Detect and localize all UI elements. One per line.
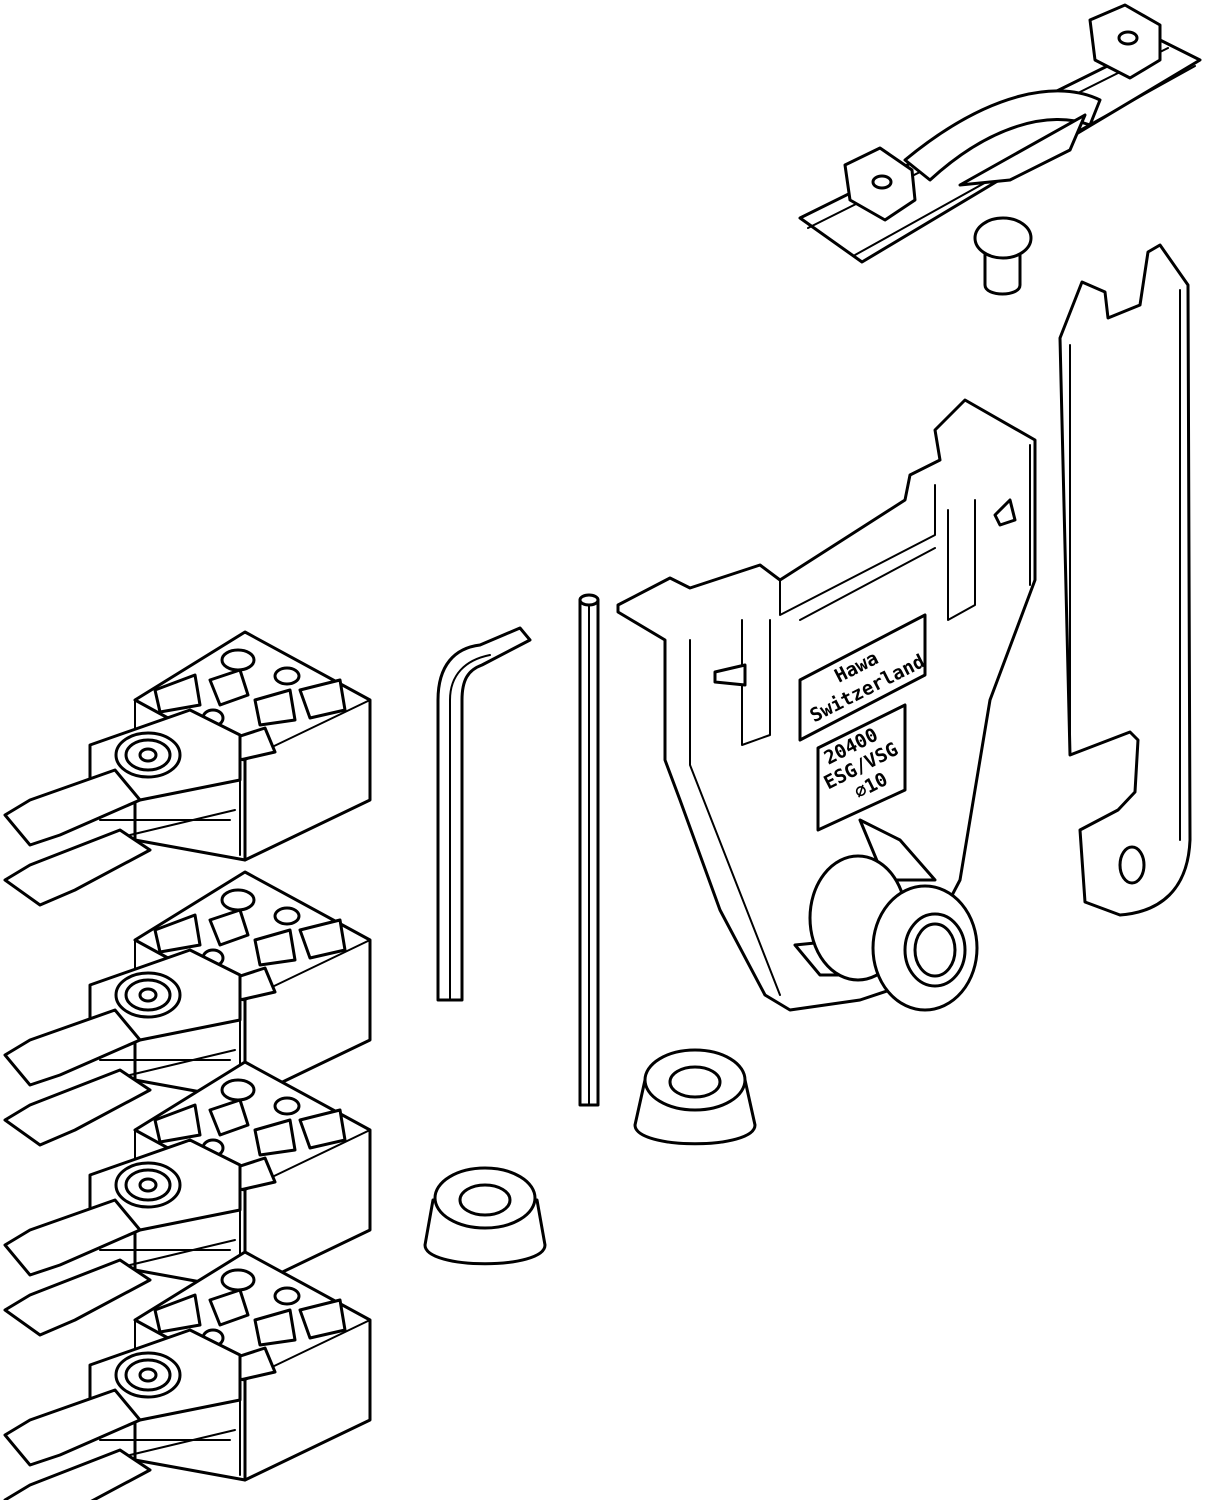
hex-key xyxy=(436,626,532,1002)
label-plate-spec xyxy=(816,703,907,832)
label-plate-hawa xyxy=(798,613,927,742)
rubber-buffer-1 xyxy=(633,1048,757,1146)
clamp-jaw xyxy=(3,630,372,907)
rivet-pin xyxy=(973,216,1033,296)
rail-carriage xyxy=(798,3,1202,264)
spanner-wrench xyxy=(1058,243,1192,917)
rubber-buffer-2 xyxy=(423,1166,547,1266)
main-bracket: Hawa Switzerland 20400 ESG/VSG ⌀10 xyxy=(616,398,1037,1012)
straight-rod xyxy=(578,593,600,1107)
